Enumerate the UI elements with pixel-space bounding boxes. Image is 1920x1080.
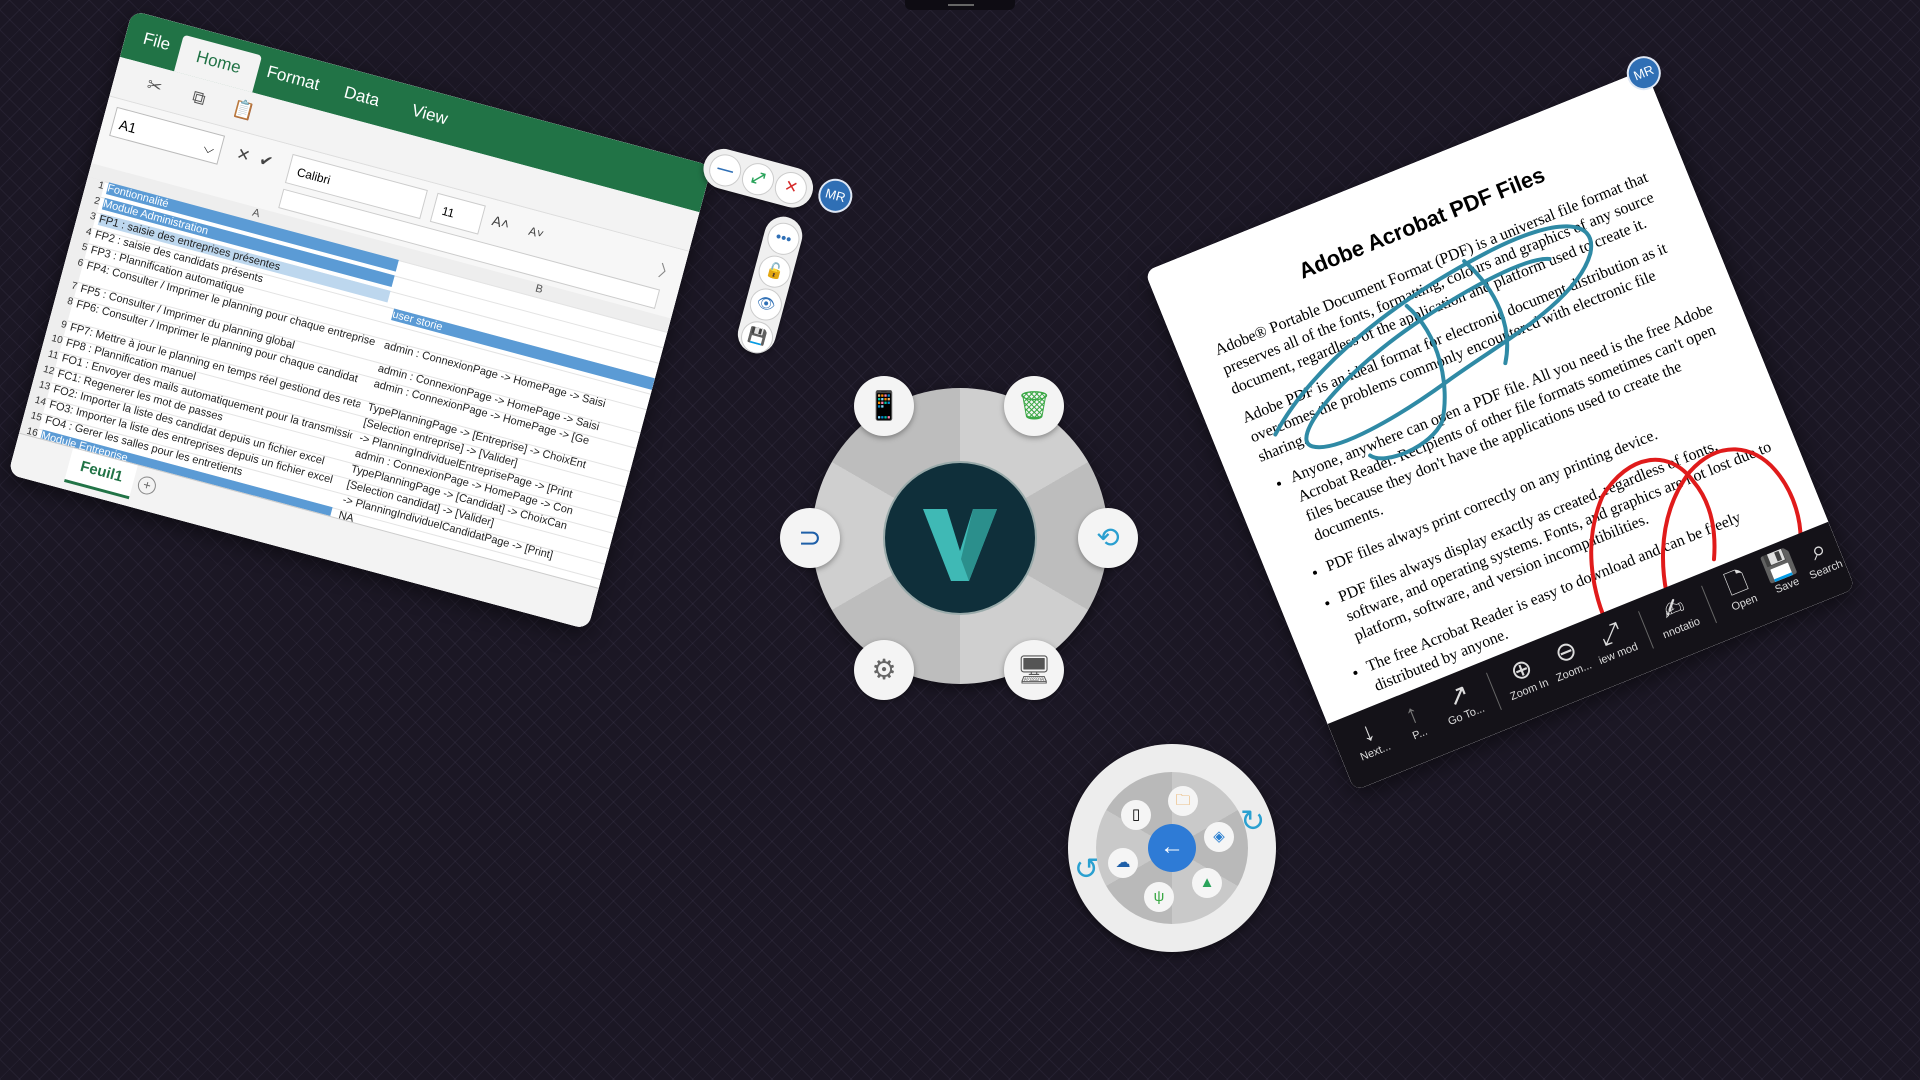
grow-font-icon[interactable]: A˄ <box>490 212 512 233</box>
lock-icon[interactable]: 🔓 <box>755 252 795 292</box>
excel-window[interactable]: File Home Format Data View ✂ ⧉ 📋 A1 ⌵ ✕✔… <box>8 10 857 630</box>
folder-icon[interactable]: 🗀 <box>1168 786 1198 816</box>
pdf-viewer-window[interactable]: Adobe Acrobat PDF Files Adobe® Portable … <box>1144 51 1856 791</box>
avatar[interactable]: MR <box>814 174 857 217</box>
gear-icon[interactable]: ⚙ <box>854 640 914 700</box>
top-drawer-handle[interactable] <box>905 0 1015 10</box>
devices-icon[interactable]: 📱 <box>854 376 914 436</box>
side-controls: ••• 🔓 👁 💾 <box>733 212 807 358</box>
magnet-icon[interactable]: ⊃ <box>780 508 840 568</box>
save-icon[interactable]: 💾 <box>737 317 777 357</box>
v-logo-icon <box>923 509 997 581</box>
tab-view[interactable]: View <box>409 100 450 129</box>
paste-icon[interactable]: 📋 <box>230 97 258 123</box>
formula-cancel-confirm[interactable]: ✕✔ <box>234 145 285 175</box>
minimize-button[interactable]: — <box>705 150 745 191</box>
expand-button[interactable]: ⤢ <box>738 159 778 199</box>
more-options-icon[interactable]: ••• <box>763 219 804 259</box>
window-controls: — ⤢ ✕ <box>698 144 818 213</box>
back-arrow-button[interactable]: ← <box>1148 824 1196 872</box>
onedrive-icon[interactable]: ☁ <box>1108 848 1138 878</box>
app-logo[interactable] <box>885 463 1035 613</box>
rotate-counterclockwise-icon[interactable]: ↺ <box>1074 853 1100 886</box>
tab-format[interactable]: Format <box>264 61 322 95</box>
font-size-box[interactable]: 11 <box>429 192 486 235</box>
add-sheet-icon[interactable]: + <box>135 474 158 497</box>
tab-file[interactable]: File <box>141 28 173 55</box>
cut-icon[interactable]: ✂ <box>144 74 165 98</box>
trash-icon[interactable]: 🗑 <box>1004 376 1064 436</box>
copy-icon[interactable]: ⧉ <box>190 86 208 110</box>
screen-share-icon[interactable]: 🖥 <box>1004 640 1064 700</box>
tab-data[interactable]: Data <box>342 82 382 111</box>
rotate-clockwise-icon[interactable]: ↻ <box>1240 805 1266 838</box>
close-button[interactable]: ✕ <box>771 168 811 208</box>
usb-icon[interactable]: ψ <box>1144 882 1174 912</box>
logout-icon[interactable]: ⟲ <box>1078 508 1138 568</box>
phone-icon[interactable]: ▯ <box>1121 800 1151 830</box>
dropbox-icon[interactable]: ◈ <box>1204 822 1234 852</box>
name-box-value: A1 <box>117 116 139 137</box>
shrink-font-icon[interactable]: A˅ <box>527 223 546 242</box>
ink-annotations[interactable] <box>1145 69 1855 791</box>
chevron-down-icon[interactable]: ⌵ <box>201 138 217 158</box>
google-drive-icon[interactable]: ▲ <box>1192 868 1222 898</box>
ribbon-scroll-right-icon[interactable]: 〉 <box>656 262 677 284</box>
eye-icon[interactable]: 👁 <box>746 284 786 325</box>
